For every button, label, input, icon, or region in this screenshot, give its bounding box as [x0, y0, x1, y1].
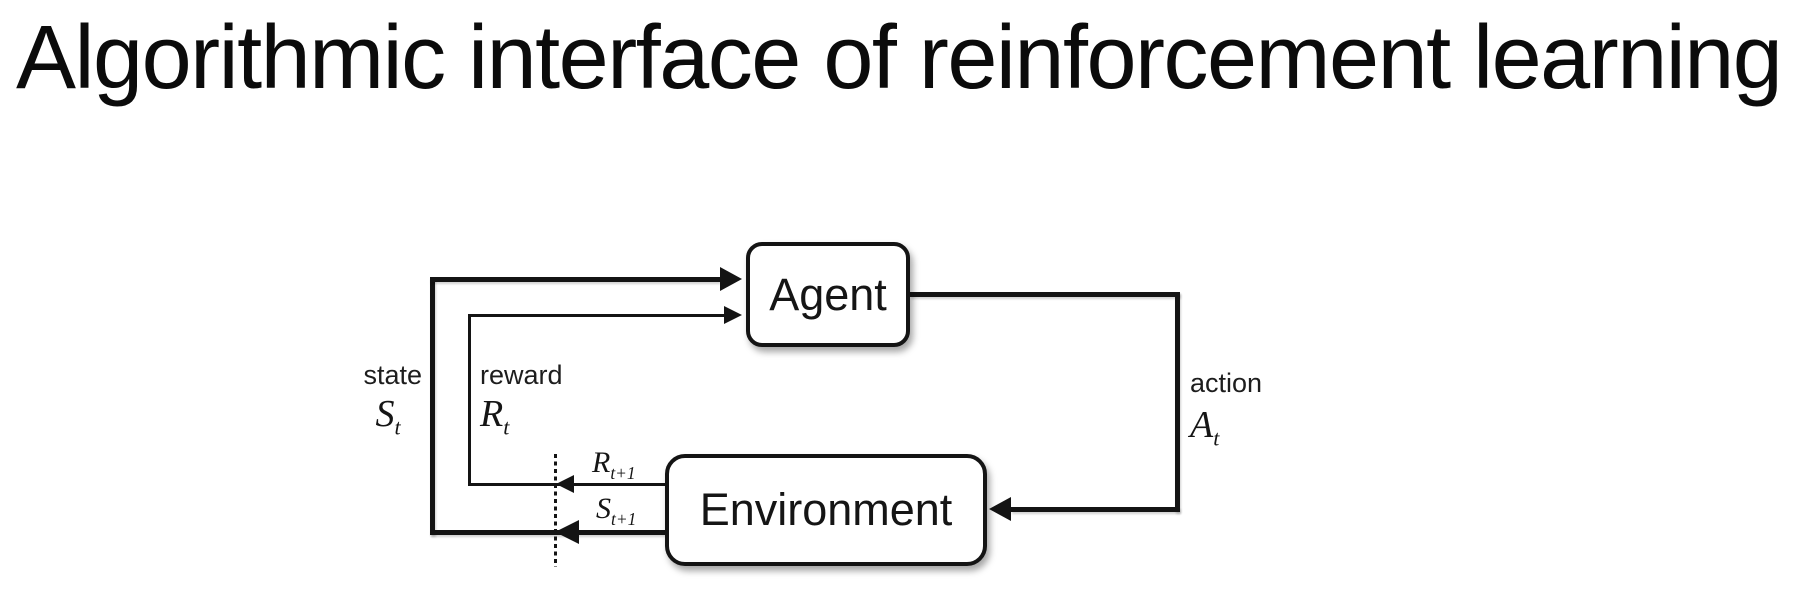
- state-symbol-base: S: [375, 393, 395, 435]
- reward-symbol-base: R: [480, 393, 504, 435]
- next-state-arrowhead: [555, 520, 579, 544]
- reward-word-label: reward: [480, 360, 563, 390]
- next-reward-symbol-base: R: [592, 446, 611, 479]
- state-word-label: state: [363, 360, 422, 390]
- environment-node: Environment: [665, 454, 987, 566]
- state-symbol-subscript: t: [394, 414, 401, 440]
- state-to-agent-arrowhead: [720, 267, 742, 291]
- next-state-symbol-base: S: [596, 492, 611, 525]
- state-line-vertical: [430, 277, 435, 535]
- next-state-symbol-subscript: t+1: [611, 509, 637, 529]
- reward-symbol-subscript: t: [503, 414, 510, 440]
- next-reward-symbol-subscript: t+1: [610, 463, 636, 483]
- next-reward-symbol: Rt+1: [592, 446, 636, 483]
- agent-label: Agent: [769, 268, 887, 320]
- agent-node: Agent: [746, 242, 910, 347]
- action-to-environment-arrowhead: [989, 497, 1011, 521]
- next-state-symbol: St+1: [596, 492, 637, 529]
- reward-to-agent-arrowhead: [724, 306, 742, 324]
- page-title: Algorithmic interface of reinforcement l…: [16, 8, 1783, 108]
- action-symbol-base: A: [1190, 404, 1214, 446]
- action-symbol: At: [1190, 403, 1219, 449]
- action-line-top: [910, 292, 1180, 297]
- action-line-vertical: [1175, 292, 1180, 512]
- state-symbol: St: [356, 392, 420, 438]
- action-line-bottom: [1011, 507, 1180, 512]
- next-reward-arrowhead: [556, 475, 574, 493]
- reward-line-vertical: [468, 314, 471, 486]
- time-step-boundary-line: [554, 454, 557, 567]
- state-line-top: [430, 277, 720, 282]
- reward-symbol: Rt: [480, 392, 509, 438]
- environment-label: Environment: [699, 484, 953, 535]
- reward-line-top: [468, 314, 724, 317]
- action-symbol-subscript: t: [1213, 425, 1220, 451]
- action-word-label: action: [1190, 368, 1263, 398]
- state-line-bottom: [430, 530, 665, 535]
